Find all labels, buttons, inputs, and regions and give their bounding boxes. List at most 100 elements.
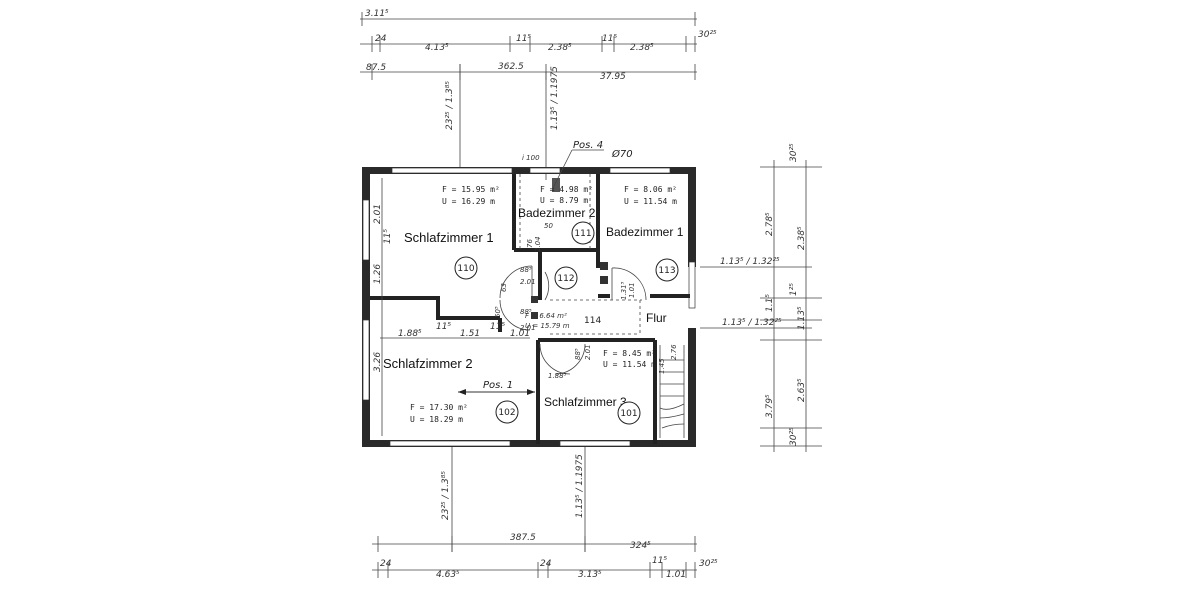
dim-right-window-1: 1.13⁵ / 1.32²⁵ xyxy=(722,318,782,328)
dim-top-r1-0: 24 xyxy=(375,34,387,44)
interior-walls xyxy=(370,174,690,444)
idim-14: 88⁵ xyxy=(574,348,582,360)
room-number: 114 xyxy=(584,316,601,326)
interior-dimensions: 2.01 1.26 11⁵ 3.26 1.88⁵ 11⁵ 1.51 11⁵ 1.… xyxy=(373,178,678,436)
dashed-lines xyxy=(519,174,642,335)
right-dimensions: 30²⁵ 2.78⁵ 1.1⁵ 3.79⁵ 30²⁵ 2.38⁵ 1²⁵ 1.1… xyxy=(700,143,822,452)
dim-bottom-r2-4: 11⁵ xyxy=(652,556,667,566)
room-number: 111 xyxy=(574,229,591,239)
dim-top-r1-2: 11⁵ xyxy=(516,34,531,44)
dim-bottom-open-1: 1.13⁵ / 1.1975 xyxy=(575,454,585,518)
area-label: F = 17.30 m² xyxy=(410,403,468,412)
dim-right-c1-0: 30²⁵ xyxy=(789,143,799,162)
dim-top-r2-1: 362.5 xyxy=(498,62,524,72)
idim-1: 1.26 xyxy=(373,264,383,284)
room-badezimmer-1: F = 8.06 m² U = 11.54 m Badezimmer 1 113 xyxy=(606,185,684,282)
dim-right-c2-0: 2.38⁵ xyxy=(797,226,807,250)
idim-12: 2.01 xyxy=(520,324,536,332)
perimeter-label: U = 16.29 m xyxy=(442,197,495,206)
room-flur: F = 6.64 m² U = 15.79 m Flur 114 xyxy=(525,311,667,330)
room-schlafzimmer-3: F = 8.45 m² U = 11.54 m Schlafzimmer 3 1… xyxy=(544,349,656,425)
dim-bottom-r2-5: 1.01 xyxy=(666,570,686,580)
dim-bottom-r1-1: 324⁵ xyxy=(630,541,651,551)
room-schlafzimmer-2: Schlafzimmer 2 F = 17.30 m² U = 18.29 m … xyxy=(383,356,519,424)
dim-top-overall: 3.11⁵ xyxy=(365,9,389,19)
dim-bottom-r2-3: 3.13⁵ xyxy=(578,570,602,580)
idim-20: 50 xyxy=(544,222,553,230)
idim-3: 3.26 xyxy=(373,352,383,372)
sanitary-fixtures xyxy=(531,178,608,319)
perimeter-label: U = 18.29 m xyxy=(410,415,463,424)
idim-5: 11⁵ xyxy=(436,322,451,332)
dim-right-c2-1: 1²⁵ xyxy=(789,283,799,296)
room-number: 112 xyxy=(557,274,574,284)
dim-bottom-r2-6: 30²⁵ xyxy=(699,559,718,569)
room-schlafzimmer-1: F = 15.95 m² U = 16.29 m Schlafzimmer 1 … xyxy=(404,185,500,280)
idim-23: 1.45 xyxy=(658,358,666,374)
idim-7: 11⁵ xyxy=(490,322,505,332)
idim-18: 76 xyxy=(526,239,534,248)
corridor-circle: 112 xyxy=(554,266,578,290)
outer-walls xyxy=(362,167,696,447)
dim-bottom-open-0: 23²⁵ / 1.3⁸⁵ xyxy=(441,471,451,520)
dim-top-r2-0: 87.5 xyxy=(366,63,386,73)
staircase xyxy=(659,345,685,438)
room-badezimmer-2: F = 4.98 m² U = 8.79 m Badezimmer 2 111 xyxy=(518,185,596,245)
dim-bottom-r2-0: 24 xyxy=(380,559,392,569)
pos4-annotation: Pos. 4 Ø70 i 100 xyxy=(522,140,633,189)
dim-right-c1-2: 1.1⁵ xyxy=(765,294,775,312)
room-name: Schlafzimmer 1 xyxy=(404,230,494,245)
dim-right-c1-4: 30²⁵ xyxy=(789,427,799,446)
dim-right-window-0: 1.13⁵ / 1.32²⁵ xyxy=(720,257,780,267)
idim-24: 2.76 xyxy=(670,344,678,360)
dim-top-r2-2: 37.95 xyxy=(600,72,626,82)
idim-0: 2.01 xyxy=(373,204,383,224)
idim-16: 1.88⁵ xyxy=(548,372,567,380)
idim-13: 1.31⁵ xyxy=(620,281,628,300)
room-number: 101 xyxy=(620,409,637,419)
top-dimensions: 3.11⁵ 24 4.13⁵ 11⁵ 2.38⁵ 11⁵ 2.38⁵ 30²⁵ … xyxy=(360,9,717,180)
idim-22: 50⁵ xyxy=(494,306,502,318)
dim-right-c2-2: 1.13⁵ xyxy=(797,306,807,330)
dim-top-r1-6: 30²⁵ xyxy=(698,30,717,40)
dim-right-c1-1: 2.78⁵ xyxy=(765,212,775,236)
room-number: 110 xyxy=(457,264,474,274)
room-name: Badezimmer 1 xyxy=(606,225,684,239)
perimeter-label: U = 15.79 m xyxy=(525,322,570,330)
room-name: Flur xyxy=(646,311,667,325)
dim-top-r1-5: 2.38⁵ xyxy=(630,43,654,53)
dim-right-c1-3: 3.79⁵ xyxy=(765,394,775,418)
idim-4: 1.88⁵ xyxy=(398,329,422,339)
room-name: Schlafzimmer 2 xyxy=(383,356,473,371)
pos1-label: Pos. 1 xyxy=(483,380,513,391)
dim-bottom-r2-2: 24 xyxy=(540,559,552,569)
dim-top-r1-3: 2.38⁵ xyxy=(548,43,572,53)
idim-10: 2.01 xyxy=(520,278,536,286)
area-label: F = 6.64 m² xyxy=(525,312,567,320)
idim-11: 88⁵ xyxy=(520,308,532,316)
idim-6: 1.51 xyxy=(460,329,480,339)
room-number: 113 xyxy=(658,266,675,276)
room-name: Badezimmer 2 xyxy=(518,206,596,220)
room-number: 102 xyxy=(498,408,515,418)
idim-2: 11⁵ xyxy=(383,229,393,244)
dim-top-open-0: 23²⁵ / 1.3⁸⁵ xyxy=(445,81,455,130)
dim-top-r1-4: 11⁵ xyxy=(602,34,617,44)
idim-9: 88⁵ xyxy=(520,266,532,274)
perimeter-label: U = 11.54 m xyxy=(603,360,656,369)
idim-8: 1.01 xyxy=(510,329,530,339)
dim-bottom-r1-0: 387.5 xyxy=(510,533,536,543)
area-label: F = 15.95 m² xyxy=(442,185,500,194)
idim-21: 63 xyxy=(500,283,508,292)
area-label: F = 8.06 m² xyxy=(624,185,677,194)
pos4-label: Pos. 4 xyxy=(573,140,603,151)
perimeter-label: U = 11.54 m xyxy=(624,197,677,206)
dim-top-r1-1: 4.13⁵ xyxy=(425,43,449,53)
dim-bottom-r2-1: 4.63⁵ xyxy=(436,570,460,580)
idim-17: 1.01 xyxy=(628,282,636,298)
area-label: F = 4.98 m² xyxy=(540,185,593,194)
door-swings xyxy=(499,265,647,375)
bottom-dimensions: 23²⁵ / 1.3⁸⁵ 1.13⁵ / 1.1975 387.5 324⁵ 2… xyxy=(372,440,718,580)
dim-right-c2-3: 2.63⁵ xyxy=(797,378,807,402)
